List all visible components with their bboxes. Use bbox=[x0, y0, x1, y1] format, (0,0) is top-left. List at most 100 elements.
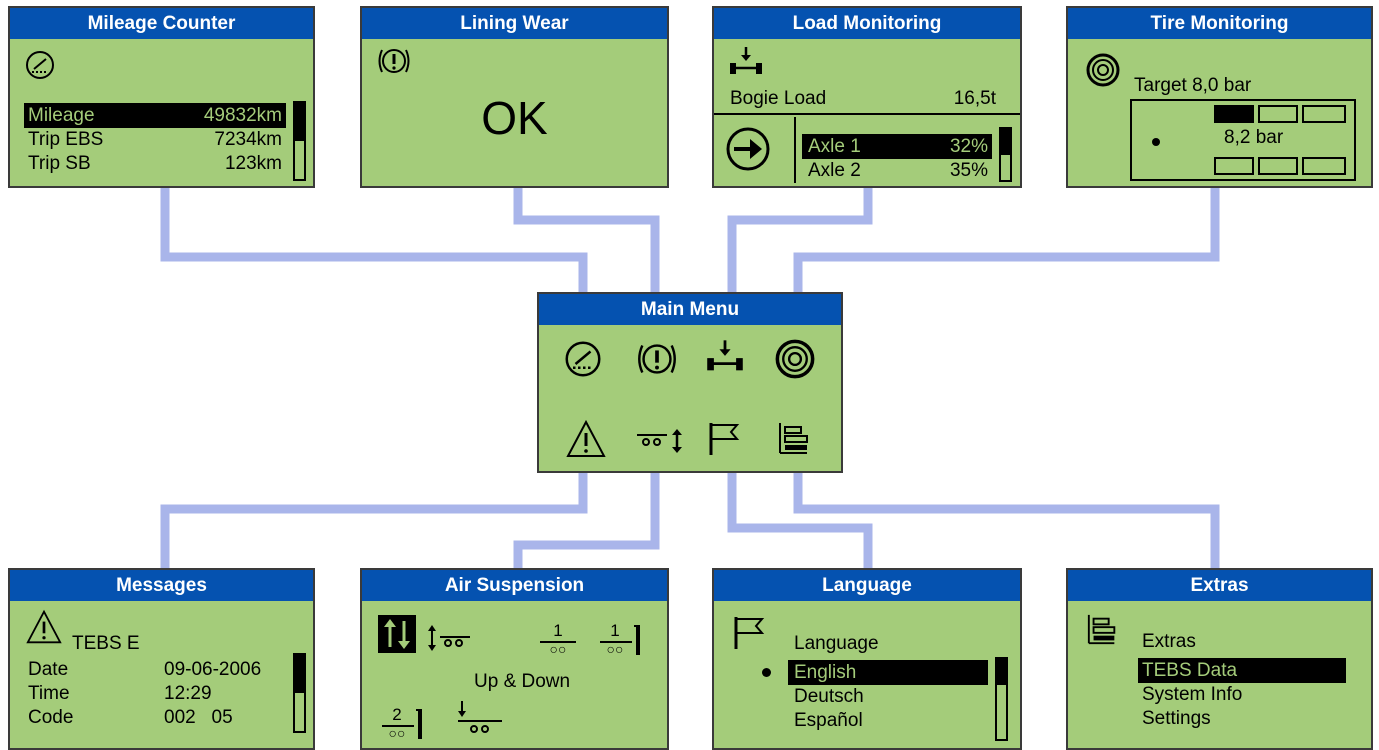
message-date-value: 09-06-2006 bbox=[164, 659, 262, 680]
mileage-counter-title: Mileage Counter bbox=[10, 8, 313, 39]
tire-icon bbox=[1086, 53, 1120, 87]
extras-icon[interactable] bbox=[777, 421, 813, 457]
extras-item-label: System Info bbox=[1142, 684, 1243, 705]
tire-bullet bbox=[1152, 138, 1160, 146]
level-1-wheels: ○○ bbox=[549, 641, 567, 657]
mileage-label: Mileage bbox=[28, 105, 95, 126]
load-monitoring-panel[interactable]: Load Monitoring Bogie Load 16,5t Axle 1 … bbox=[712, 6, 1022, 188]
tire-cell-6 bbox=[1302, 157, 1346, 175]
extras-item-tebs-data[interactable]: TEBS Data bbox=[1138, 658, 1346, 683]
mileage-row[interactable]: Mileage 49832km bbox=[24, 103, 286, 128]
messages-title: Messages bbox=[10, 570, 313, 601]
warning-triangle-icon bbox=[26, 609, 62, 644]
load-vertical-divider bbox=[794, 117, 796, 183]
mileage-scrollbar[interactable] bbox=[293, 101, 306, 181]
message-time-label: Time bbox=[28, 683, 70, 704]
air-suspension-icon[interactable] bbox=[635, 427, 687, 455]
level-1-bar bbox=[540, 641, 576, 643]
axle-2-label: Axle 2 bbox=[808, 160, 861, 181]
level-2-icon[interactable]: 2 ○○ bbox=[380, 705, 424, 741]
level-1-stop-bracket bbox=[634, 625, 640, 655]
axle-1-label: Axle 1 bbox=[808, 136, 861, 157]
axle-2-row[interactable]: Axle 2 35% bbox=[802, 158, 992, 183]
flag-icon[interactable] bbox=[707, 421, 743, 457]
tire-monitoring-title: Tire Monitoring bbox=[1068, 8, 1371, 39]
level-1-stop-bar bbox=[600, 641, 632, 643]
load-monitoring-title: Load Monitoring bbox=[714, 8, 1020, 39]
messages-scrollbar[interactable] bbox=[293, 653, 306, 733]
message-code-label: Code bbox=[28, 707, 74, 728]
load-scrollbar[interactable] bbox=[999, 127, 1012, 182]
language-option-deutsch[interactable]: Deutsch bbox=[788, 684, 988, 709]
language-panel[interactable]: Language Language English Deutsch Españo… bbox=[712, 568, 1022, 750]
level-1-stop-wheels: ○○ bbox=[606, 641, 624, 657]
tire-cell-3 bbox=[1302, 105, 1346, 123]
axle-load-icon[interactable] bbox=[705, 337, 745, 377]
message-date-row: Date 09-06-2006 bbox=[24, 657, 282, 682]
language-option-label: Deutsch bbox=[794, 686, 864, 707]
trip-ebs-value: 7234km bbox=[214, 129, 282, 150]
level-1-stop-icon[interactable]: 1 ○○ bbox=[598, 621, 642, 657]
main-menu-title: Main Menu bbox=[539, 294, 841, 325]
extras-item-settings[interactable]: Settings bbox=[1138, 706, 1346, 731]
lining-wear-panel[interactable]: Lining Wear OK bbox=[360, 6, 669, 188]
warning-triangle-icon[interactable] bbox=[565, 419, 607, 459]
axle-1-row[interactable]: Axle 1 32% bbox=[802, 134, 992, 159]
main-menu-panel[interactable]: Main Menu bbox=[537, 292, 843, 473]
tire-cell-1-active bbox=[1214, 105, 1254, 123]
tire-status-box: 8,2 bar bbox=[1130, 99, 1356, 181]
extras-panel[interactable]: Extras Extras TEBS Data System Info Sett… bbox=[1066, 568, 1373, 750]
lower-ground-icon[interactable] bbox=[454, 699, 504, 741]
message-date-label: Date bbox=[28, 659, 69, 680]
lining-wear-title: Lining Wear bbox=[362, 8, 667, 39]
brake-warning-icon[interactable] bbox=[635, 339, 679, 379]
lining-wear-status: OK bbox=[481, 92, 548, 144]
raise-lower-icon[interactable] bbox=[428, 623, 472, 653]
extras-title: Extras bbox=[1068, 570, 1371, 601]
language-option-espanol[interactable]: Español bbox=[788, 708, 988, 733]
level-2-bracket bbox=[416, 709, 422, 739]
extras-item-label: TEBS Data bbox=[1142, 660, 1238, 681]
language-title: Language bbox=[714, 570, 1020, 601]
level-1-icon[interactable]: 1 ○○ bbox=[538, 621, 578, 657]
extras-item-system-info[interactable]: System Info bbox=[1138, 682, 1346, 707]
extras-icon bbox=[1087, 614, 1116, 645]
tire-cell-5 bbox=[1258, 157, 1298, 175]
messages-panel[interactable]: Messages TEBS E Date 09-06-2006 Time 12:… bbox=[8, 568, 315, 750]
tire-cell-2 bbox=[1258, 105, 1298, 123]
extras-heading: Extras bbox=[1142, 631, 1196, 652]
extras-item-label: Settings bbox=[1142, 708, 1211, 729]
trip-sb-row[interactable]: Trip SB 123km bbox=[24, 151, 286, 176]
tire-reading-text: 8,2 bar bbox=[1224, 127, 1284, 148]
language-heading: Language bbox=[794, 633, 879, 654]
level-2-bar bbox=[382, 725, 414, 727]
trip-sb-label: Trip SB bbox=[28, 153, 91, 174]
message-code-value: 002 05 bbox=[164, 707, 233, 728]
mileage-counter-panel[interactable]: Mileage Counter Mileage 49832km Trip EBS… bbox=[8, 6, 315, 188]
level-2-wheels: ○○ bbox=[388, 725, 406, 741]
tire-monitoring-panel[interactable]: Tire Monitoring Target 8,0 bar 8,2 bar bbox=[1066, 6, 1373, 188]
arrow-right-circle-icon[interactable] bbox=[726, 127, 770, 171]
trip-ebs-row[interactable]: Trip EBS 7234km bbox=[24, 127, 286, 152]
trip-ebs-label: Trip EBS bbox=[28, 129, 104, 150]
axle-1-value: 32% bbox=[949, 136, 988, 157]
message-time-row: Time 12:29 bbox=[24, 681, 282, 706]
level-1-number: 1 bbox=[553, 621, 563, 640]
trip-sb-value: 123km bbox=[224, 153, 282, 174]
language-scrollbar[interactable] bbox=[995, 657, 1008, 741]
up-down-selected-icon[interactable] bbox=[378, 615, 416, 653]
tire-icon[interactable] bbox=[775, 339, 815, 379]
level-2-number: 2 bbox=[392, 705, 402, 724]
mileage-value: 49832km bbox=[203, 105, 282, 126]
gauge-icon[interactable] bbox=[563, 339, 603, 379]
tire-cell-4 bbox=[1214, 157, 1254, 175]
message-time-value: 12:29 bbox=[164, 683, 212, 704]
language-option-english[interactable]: English bbox=[788, 660, 988, 685]
message-source: TEBS E bbox=[72, 633, 140, 654]
language-option-label: English bbox=[794, 662, 857, 683]
load-divider-line bbox=[714, 113, 1020, 115]
air-suspension-panel[interactable]: Air Suspension 1 ○○ 1 ○○ Up & D bbox=[360, 568, 669, 750]
flag-icon bbox=[734, 617, 765, 649]
tire-target-text: Target 8,0 bar bbox=[1134, 75, 1252, 96]
